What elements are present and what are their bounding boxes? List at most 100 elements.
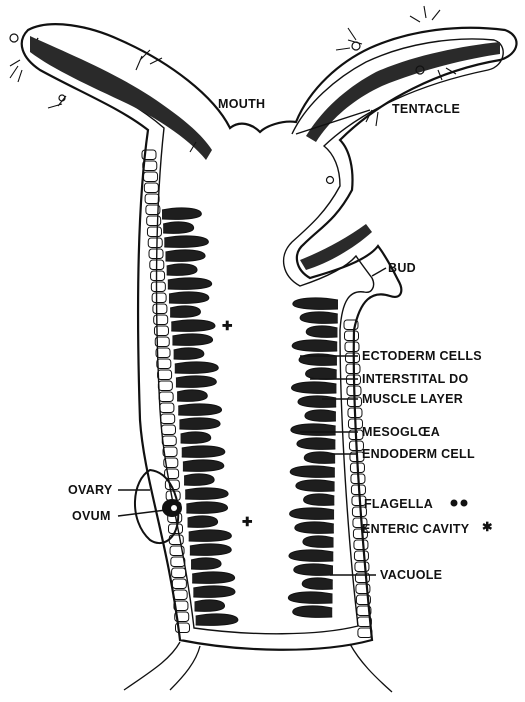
ectoderm-cell bbox=[164, 468, 180, 479]
endoderm-villus bbox=[169, 305, 201, 318]
ectoderm-cell bbox=[159, 402, 175, 413]
ectoderm-cell bbox=[157, 369, 173, 380]
endoderm-villus bbox=[293, 563, 334, 576]
ectoderm-cell bbox=[153, 325, 169, 336]
endoderm-villus bbox=[302, 535, 334, 548]
ectoderm-cell bbox=[141, 149, 157, 160]
ectoderm-cell bbox=[153, 314, 169, 325]
leader-lines bbox=[117, 109, 387, 576]
endoderm-villus bbox=[192, 571, 236, 584]
endoderm-villus bbox=[182, 459, 225, 472]
endoderm-villus bbox=[292, 297, 339, 310]
endoderm-villus bbox=[174, 361, 219, 374]
ectoderm-cell bbox=[150, 281, 166, 292]
endoderm-villus bbox=[181, 445, 226, 458]
endoderm-villus bbox=[298, 353, 338, 366]
endoderm-villus bbox=[176, 389, 208, 402]
ectoderm-cell bbox=[154, 336, 170, 347]
flagella-dot-2 bbox=[460, 499, 468, 507]
ectoderm-cell bbox=[350, 473, 366, 484]
ectoderm-cell bbox=[144, 193, 160, 204]
endoderm-villus bbox=[289, 507, 335, 520]
endoderm-villus bbox=[167, 277, 213, 290]
endoderm-villus bbox=[305, 367, 337, 380]
endoderm-villus bbox=[187, 515, 219, 528]
ectoderm-cell bbox=[351, 495, 367, 506]
tentacle-left-core bbox=[30, 36, 212, 160]
ectoderm-cell bbox=[352, 517, 368, 528]
ectoderm-cell bbox=[346, 385, 362, 396]
ectoderm-cell bbox=[344, 341, 360, 352]
label-ectoderm-cells: ECTODERM CELLS bbox=[362, 349, 482, 363]
ectoderm-cell bbox=[142, 160, 158, 171]
ectoderm-cell bbox=[156, 358, 172, 369]
endoderm-villus bbox=[175, 375, 217, 388]
ectoderm-cell bbox=[151, 292, 167, 303]
endoderm-villus bbox=[189, 543, 232, 556]
ectoderm-cells-right bbox=[343, 319, 373, 638]
endoderm-villus bbox=[168, 291, 210, 304]
ovary-bulge bbox=[134, 468, 180, 545]
endoderm-villus bbox=[304, 409, 337, 422]
body-inner-wall bbox=[35, 37, 504, 635]
endoderm-villus bbox=[163, 221, 195, 234]
label-ovum: OVUM bbox=[72, 509, 111, 523]
ectoderm-cell bbox=[345, 374, 361, 385]
endoderm-villus bbox=[173, 347, 205, 360]
ectoderm-cell bbox=[353, 550, 369, 561]
ectoderm-cell bbox=[173, 600, 189, 611]
ectoderm-cell bbox=[344, 352, 360, 363]
endoderm-villus bbox=[297, 395, 337, 408]
ovum-nucleus bbox=[171, 505, 177, 511]
endoderm-villus bbox=[172, 333, 214, 346]
endoderm-villus bbox=[194, 599, 226, 612]
ectoderm-cell bbox=[354, 561, 370, 572]
endoderm-villus bbox=[178, 403, 223, 416]
endoderm-villus bbox=[291, 339, 338, 352]
cavity-marker-lower: ✚ bbox=[242, 515, 253, 529]
endoderm-villus bbox=[185, 487, 229, 500]
endoderm-villus bbox=[303, 493, 335, 506]
endoderm-villus bbox=[291, 381, 337, 394]
label-flagella: FLAGELLA bbox=[364, 497, 433, 511]
endoderm-villus bbox=[183, 473, 215, 486]
ectoderm-cell bbox=[346, 396, 362, 407]
label-muscle-layer: MUSCLE LAYER bbox=[362, 392, 463, 406]
ectoderm-cell bbox=[160, 413, 176, 424]
endoderm-villus bbox=[193, 585, 236, 598]
label-enteric-cavity: ENTERIC CAVITY bbox=[362, 522, 470, 536]
endoderm-villus bbox=[303, 451, 336, 464]
endoderm-villus bbox=[161, 207, 202, 220]
ectoderm-cell bbox=[349, 462, 365, 473]
endoderm-villus bbox=[171, 319, 216, 332]
ectoderm-cell bbox=[343, 330, 359, 341]
endoderm-villus bbox=[179, 417, 221, 430]
ectoderm-cell bbox=[157, 380, 173, 391]
endoderm-villus bbox=[299, 311, 338, 324]
endoderm-villus bbox=[290, 423, 336, 436]
endoderm-villus bbox=[188, 529, 232, 542]
tentacle-right-core bbox=[306, 42, 500, 142]
endoderm-villus bbox=[295, 479, 335, 492]
ectoderm-cell bbox=[352, 528, 368, 539]
endoderm-villus bbox=[292, 605, 333, 618]
label-vacuole: VACUOLE bbox=[380, 568, 442, 582]
label-mouth: MOUTH bbox=[218, 97, 265, 111]
label-tentacle: TENTACLE bbox=[392, 102, 460, 116]
cavity-marker-upper: ✚ bbox=[222, 319, 233, 333]
basal-strands bbox=[123, 641, 393, 693]
ectoderm-cell bbox=[148, 248, 164, 259]
ectoderm-cell bbox=[170, 556, 186, 567]
ectoderm-cell bbox=[143, 182, 159, 193]
ectoderm-cell bbox=[356, 616, 372, 627]
ectoderm-cell bbox=[345, 363, 361, 374]
label-bud: BUD bbox=[388, 261, 416, 275]
label-mesogloea: MESOGLŒA bbox=[362, 425, 440, 439]
endoderm-villus bbox=[305, 325, 338, 338]
endoderm-villus bbox=[186, 501, 229, 514]
endoderm-villus bbox=[294, 521, 334, 534]
ectoderm-cell bbox=[357, 627, 373, 638]
ectoderm-cell bbox=[152, 303, 168, 314]
ectoderm-cell bbox=[355, 594, 371, 605]
